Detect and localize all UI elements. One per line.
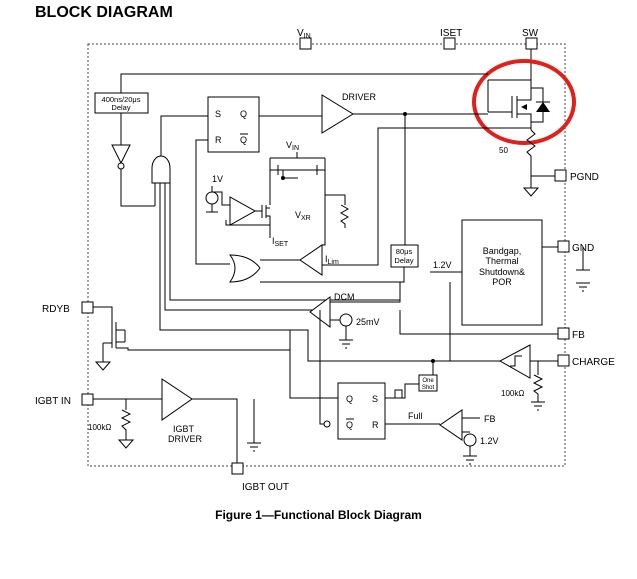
svg-text:S: S xyxy=(372,394,378,404)
highlight-circle xyxy=(472,59,576,145)
svg-text:ILim: ILim xyxy=(325,254,339,266)
svg-text:Q: Q xyxy=(346,394,353,404)
svg-text:Bandgap,: Bandgap, xyxy=(483,246,522,256)
pin-gnd: GND xyxy=(557,240,594,254)
svg-text:400ns/20μs: 400ns/20μs xyxy=(102,95,141,104)
charge-comparator: 100kΩ xyxy=(431,344,558,411)
svg-text:VIN: VIN xyxy=(297,28,311,40)
pin-igbt-in: IGBT IN xyxy=(35,393,94,407)
svg-text:POR: POR xyxy=(492,277,512,287)
svg-text:IGBT OUT: IGBT OUT xyxy=(242,482,289,493)
pin-sw: SW xyxy=(522,28,539,50)
svg-text:One: One xyxy=(422,378,434,384)
svg-text:Delay: Delay xyxy=(394,256,413,265)
svg-text:Q: Q xyxy=(346,420,353,430)
svg-text:PGND: PGND xyxy=(570,172,599,183)
svg-text:R: R xyxy=(215,135,222,145)
or-gate xyxy=(228,254,261,283)
igbt-input-network: 100kΩ xyxy=(88,398,162,449)
svg-text:VIN: VIN xyxy=(286,140,299,152)
svg-text:IGBT: IGBT xyxy=(173,424,195,434)
svg-text:SW: SW xyxy=(522,28,539,39)
rdyb-transistor xyxy=(93,306,290,371)
svg-text:50: 50 xyxy=(499,146,508,155)
pin-charge: CHARGE xyxy=(557,354,615,368)
svg-text:1.2V: 1.2V xyxy=(433,260,452,270)
svg-text:100kΩ: 100kΩ xyxy=(501,389,524,398)
delay-80-block: 80μs Delay xyxy=(260,244,419,283)
delay-top-block: 400ns/20μs Delay xyxy=(94,92,149,114)
svg-text:DRIVER: DRIVER xyxy=(342,92,377,102)
pin-rdyb: RDYB xyxy=(42,301,94,315)
pin-igbt-out: IGBT OUT xyxy=(231,462,289,493)
svg-text:RDYB: RDYB xyxy=(42,304,70,315)
figure-caption: Figure 1—Functional Block Diagram xyxy=(215,508,422,522)
svg-text:Q: Q xyxy=(240,109,247,119)
bandgap-block: Bandgap, Thermal Shutdown& POR 1.2V xyxy=(430,219,590,326)
svg-text:FB: FB xyxy=(572,330,585,341)
svg-text:Shutdown&: Shutdown& xyxy=(479,267,525,277)
dcm-comparator: DCM 25mV xyxy=(309,282,401,349)
svg-text:Full: Full xyxy=(408,411,423,421)
inverter xyxy=(111,113,155,207)
svg-text:ISET: ISET xyxy=(440,28,462,39)
svg-text:25mV: 25mV xyxy=(356,317,380,327)
pin-fb: FB xyxy=(557,327,585,341)
pin-vin: VIN xyxy=(297,28,312,50)
svg-text:100kΩ: 100kΩ xyxy=(88,423,111,432)
svg-text:ISET: ISET xyxy=(272,236,289,248)
svg-text:FB: FB xyxy=(484,414,496,424)
power-mosfet xyxy=(487,79,550,130)
svg-text:Shot: Shot xyxy=(422,385,435,391)
and-gate xyxy=(151,115,500,362)
sr-flipflop-1: S Q R Q xyxy=(195,96,322,265)
pin-iset: ISET xyxy=(440,28,462,50)
svg-text:VXR: VXR xyxy=(295,210,311,222)
diagram-title: BLOCK DIAGRAM xyxy=(35,4,173,21)
driver-buffer: DRIVER xyxy=(321,92,488,245)
svg-text:IGBT IN: IGBT IN xyxy=(35,396,71,407)
chip-boundary xyxy=(87,43,566,467)
one-shot-block: One Shot xyxy=(385,361,438,399)
igbt-driver: IGBT DRIVER xyxy=(161,378,261,463)
svg-text:DCM: DCM xyxy=(334,292,355,302)
svg-text:80μs: 80μs xyxy=(396,247,413,256)
svg-text:R: R xyxy=(372,420,379,430)
sr-flipflop-2: Q S Q R xyxy=(289,310,440,440)
svg-text:CHARGE: CHARGE xyxy=(572,357,615,368)
svg-text:Delay: Delay xyxy=(111,103,130,112)
current-mirror: VIN VXR xyxy=(269,140,350,246)
full-comparator: Full FB 1.2V xyxy=(408,409,499,465)
svg-text:Q: Q xyxy=(240,135,247,145)
pin-pgnd: PGND xyxy=(554,169,599,183)
svg-text:S: S xyxy=(215,109,221,119)
iset-regulator: 1V ISET xyxy=(205,174,289,248)
sense-resistor: 50 xyxy=(499,129,555,197)
svg-text:1.2V: 1.2V xyxy=(480,436,499,446)
svg-text:DRIVER: DRIVER xyxy=(168,434,203,444)
ilim-comparator: ILim xyxy=(260,244,379,276)
svg-text:1V: 1V xyxy=(212,174,223,184)
svg-text:Thermal: Thermal xyxy=(485,256,518,266)
